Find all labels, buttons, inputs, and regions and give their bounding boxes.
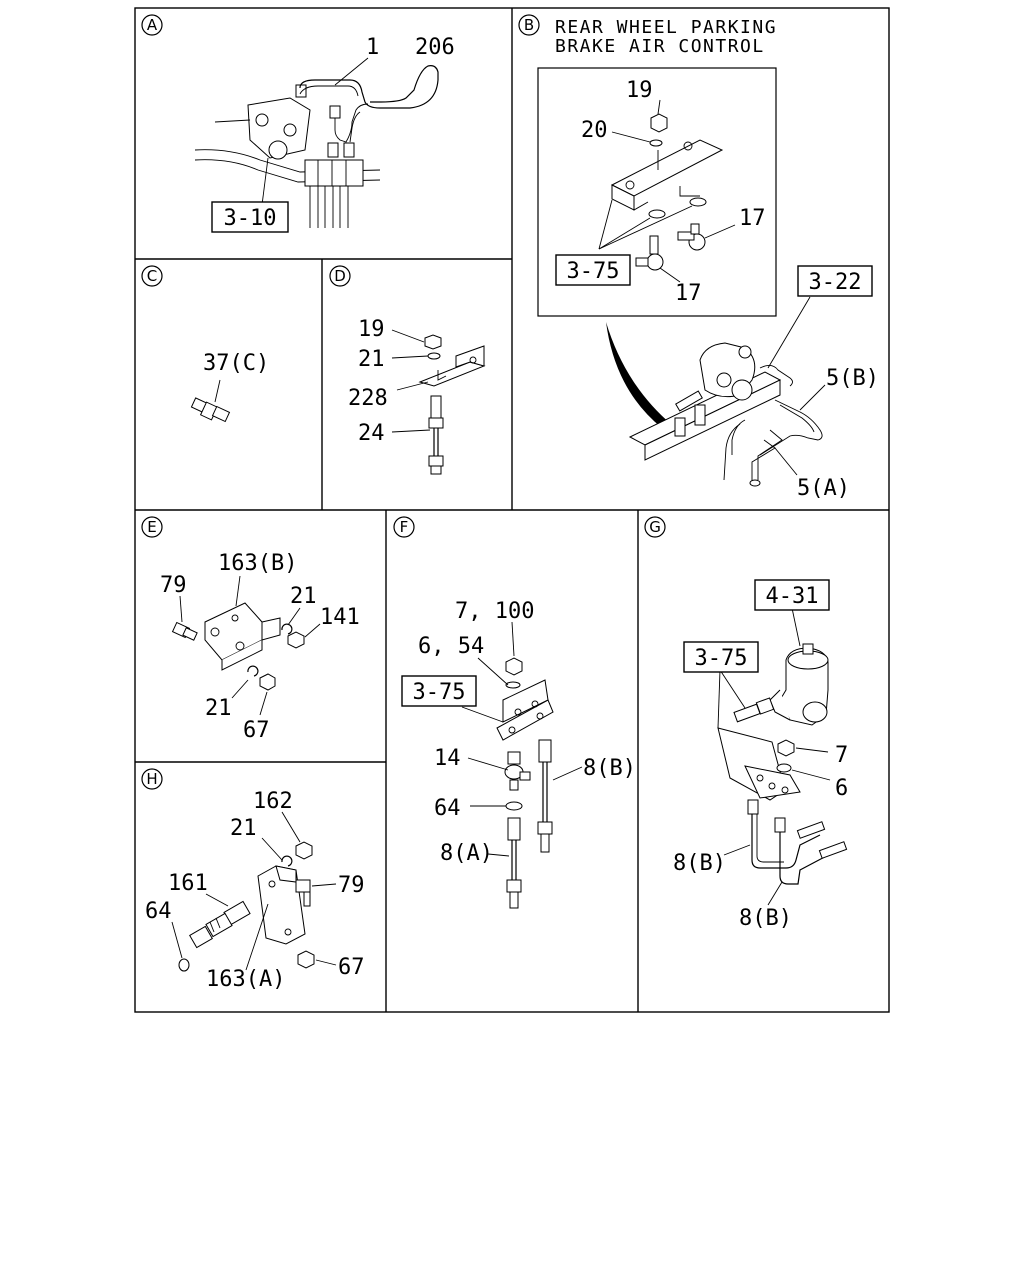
panel-a-letter: A xyxy=(147,16,158,34)
ref-label-g-3-75: 3-75 xyxy=(695,646,748,671)
callout-e-79: 79 xyxy=(160,573,187,598)
callout-b-5b: 5(B) xyxy=(826,366,879,391)
panel-h-letter: H xyxy=(146,770,157,788)
callout-e-67: 67 xyxy=(243,718,270,743)
callout-c-37c: 37(C) xyxy=(203,351,269,376)
callout-d-21: 21 xyxy=(358,347,385,372)
ref-box-b-3-22 xyxy=(797,265,873,297)
panel-d: D 19 21 228 24 xyxy=(329,265,486,475)
ref-label-g-4-31: 4-31 xyxy=(766,584,819,609)
panel-a-marker xyxy=(141,14,163,36)
callout-a-1: 1 xyxy=(366,35,379,60)
panel-g-drawing xyxy=(717,607,848,906)
callout-h-67: 67 xyxy=(338,955,365,980)
panel-f: F xyxy=(393,516,636,909)
panel-g-marker xyxy=(644,516,666,538)
callout-e-141: 141 xyxy=(320,605,360,630)
panel-e-marker xyxy=(141,516,163,538)
callout-b-5a: 5(A) xyxy=(797,476,850,501)
panel-e: E 163(B) 79 21 141 xyxy=(141,516,360,743)
panel-e-drawing xyxy=(171,575,321,716)
callout-e-163b: 163(B) xyxy=(218,551,297,576)
panel-d-drawing xyxy=(391,329,486,475)
callout-b-19: 19 xyxy=(626,78,653,103)
ref-box-g-4-31 xyxy=(754,579,830,611)
ref-box-g-3-75 xyxy=(683,641,759,673)
panel-b-title-line2: BRAKE AIR CONTROL xyxy=(555,36,765,57)
panel-b-title-line1: REAR WHEEL PARKING xyxy=(555,17,777,38)
callout-e-21-lower: 21 xyxy=(205,696,232,721)
callout-h-64: 64 xyxy=(145,899,172,924)
ref-box-f-3-75 xyxy=(401,675,477,707)
callout-f-7-100: 7, 100 xyxy=(455,599,534,624)
panel-h: H xyxy=(141,768,365,992)
panel-b: B REAR WHEEL PARKING BRAKE AIR CONTROL xyxy=(518,14,879,501)
panel-b-pointer-arrow xyxy=(606,322,672,428)
callout-g-7: 7 xyxy=(835,743,848,768)
panel-b-detail-drawing xyxy=(598,99,736,283)
callout-f-8a: 8(A) xyxy=(440,841,493,866)
callout-f-8b: 8(B) xyxy=(583,756,636,781)
panel-d-letter: D xyxy=(334,267,346,285)
panel-f-drawing xyxy=(461,621,583,909)
panel-b-marker xyxy=(518,14,540,36)
panel-a: A xyxy=(141,14,455,233)
callout-d-24: 24 xyxy=(358,421,385,446)
panel-c: C 37(C) xyxy=(141,265,269,423)
panel-h-marker xyxy=(141,768,163,790)
callout-f-6-54: 6, 54 xyxy=(418,634,484,659)
callout-d-19: 19 xyxy=(358,317,385,342)
callout-d-228: 228 xyxy=(348,386,388,411)
panel-c-letter: C xyxy=(147,267,157,285)
ref-label-b-3-22: 3-22 xyxy=(809,270,862,295)
panel-g: G xyxy=(644,516,848,931)
callout-h-161: 161 xyxy=(168,871,208,896)
panel-b-letter: B xyxy=(524,16,534,34)
panel-g-letter: G xyxy=(649,518,661,536)
callout-h-162: 162 xyxy=(253,789,293,814)
callout-g-6: 6 xyxy=(835,776,848,801)
callout-b-17-lower: 17 xyxy=(675,281,702,306)
panel-c-drawing xyxy=(190,379,231,423)
panel-f-letter: F xyxy=(400,518,409,536)
callout-h-163a: 163(A) xyxy=(206,967,285,992)
panel-h-drawing xyxy=(171,811,337,972)
panel-grid xyxy=(134,7,890,1013)
ref-box-b-3-75 xyxy=(555,254,631,286)
ref-label-f-3-75: 3-75 xyxy=(413,680,466,705)
panel-b-assembly-drawing xyxy=(628,296,826,487)
callout-f-14: 14 xyxy=(434,746,461,771)
callout-f-64: 64 xyxy=(434,796,461,821)
panel-b-detail-inset xyxy=(537,67,777,317)
callout-b-17-upper: 17 xyxy=(739,206,766,231)
panel-e-letter: E xyxy=(147,518,156,536)
panel-d-marker xyxy=(329,265,351,287)
callout-g-8b-left: 8(B) xyxy=(673,851,726,876)
ref-label-b-3-75: 3-75 xyxy=(567,259,620,284)
callout-a-206: 206 xyxy=(415,35,455,60)
callout-h-21: 21 xyxy=(230,816,257,841)
ref-box-a-3-10 xyxy=(211,201,289,233)
ref-label-a-3-10: 3-10 xyxy=(224,206,277,231)
panel-c-marker xyxy=(141,265,163,287)
callout-b-20: 20 xyxy=(581,118,608,143)
callout-g-8b-lower: 8(B) xyxy=(739,906,792,931)
panel-f-marker xyxy=(393,516,415,538)
callout-h-79: 79 xyxy=(338,873,365,898)
panel-a-drawing xyxy=(194,57,439,228)
callout-e-21-upper: 21 xyxy=(290,584,317,609)
